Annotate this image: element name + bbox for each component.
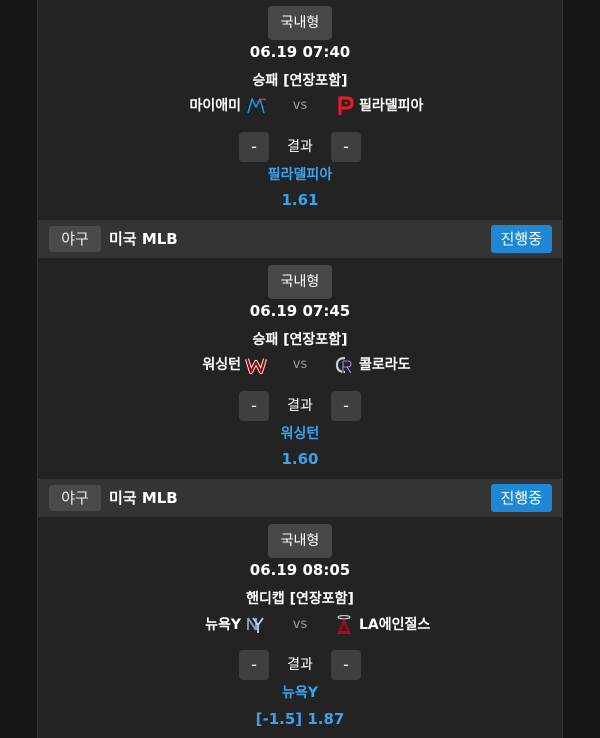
match-card: 야구 미국 MLB 진행중 국내형 06.19 08:05 핸디캡 [연장포함]…	[37, 479, 563, 738]
teams-row: 마이애미 vs 필라델피아	[37, 93, 563, 119]
market-name: 핸디캡 [연장포함]	[246, 591, 354, 607]
market-name: 승패 [연장포함]	[252, 332, 348, 348]
match-card: 야구 미국 MLB 진행중 국내형 06.19 07:45 승패 [연장포함] …	[37, 220, 563, 478]
nationals-logo-icon	[245, 358, 267, 374]
away-pick-button[interactable]: -	[331, 132, 361, 162]
left-gutter	[0, 0, 37, 738]
winner-name: 뉴욕Y	[282, 685, 318, 701]
odds-value: 1.60	[37, 450, 563, 468]
handicap-value: [-1.5]	[255, 710, 303, 728]
odds-number: 1.61	[281, 191, 319, 209]
result-row: - 결과 -	[37, 391, 563, 421]
result-label: 결과	[287, 657, 313, 673]
teams-row: 뉴욕Y vs LA에인절스	[37, 612, 563, 638]
odds-number: 1.87	[307, 710, 345, 728]
sport-chip[interactable]: 야구	[49, 485, 101, 511]
home-team-name: 마이애미	[189, 98, 241, 114]
yankees-logo-icon	[247, 617, 264, 633]
match-datetime: 06.19 08:05	[249, 561, 351, 579]
away-team-name: LA에인절스	[359, 617, 431, 633]
away-pick-button[interactable]: -	[331, 391, 361, 421]
result-label: 결과	[287, 139, 313, 155]
versus-label: vs	[292, 98, 308, 113]
versus-label: vs	[292, 617, 308, 632]
bet-type-chip[interactable]: 국내형	[268, 6, 332, 40]
angels-logo-icon	[337, 615, 351, 634]
match-datetime: 06.19 07:40	[249, 43, 351, 61]
bet-type-chip[interactable]: 국내형	[268, 265, 332, 299]
odds-value: 1.61	[37, 191, 563, 209]
bet-type-chip[interactable]: 국내형	[268, 524, 332, 558]
odds-value: [-1.5] 1.87	[37, 710, 563, 728]
status-badge[interactable]: 진행중	[490, 225, 552, 253]
rockies-logo-icon	[335, 356, 352, 374]
home-team-name: 워싱턴	[202, 357, 241, 373]
phillies-logo-icon	[338, 96, 354, 115]
home-pick-button[interactable]: -	[239, 132, 269, 162]
home-pick-button[interactable]: -	[239, 650, 269, 680]
winner-name: 워싱턴	[280, 426, 320, 442]
category-header: 야구 미국 MLB 진행중	[37, 479, 563, 517]
match-list: 국내형 06.19 07:40 승패 [연장포함] 마이애미 vs 필라델피아 …	[37, 0, 563, 738]
away-team-name: 콜로라도	[359, 357, 411, 373]
market-name: 승패 [연장포함]	[252, 73, 348, 89]
result-label: 결과	[287, 398, 313, 414]
match-card: 국내형 06.19 07:40 승패 [연장포함] 마이애미 vs 필라델피아 …	[37, 0, 563, 218]
away-team-name: 필라델피아	[359, 98, 424, 114]
home-pick-button[interactable]: -	[239, 391, 269, 421]
odds-number: 1.60	[281, 450, 319, 468]
marlins-logo-icon	[246, 97, 267, 114]
result-row: - 결과 -	[37, 650, 563, 680]
category-header: 야구 미국 MLB 진행중	[37, 220, 563, 258]
away-pick-button[interactable]: -	[331, 650, 361, 680]
right-gutter	[563, 0, 600, 738]
home-team-name: 뉴욕Y	[205, 617, 241, 633]
versus-label: vs	[292, 357, 308, 372]
league-name: 미국 MLB	[109, 489, 178, 507]
panel-edge-right	[562, 0, 563, 738]
sport-chip[interactable]: 야구	[49, 226, 101, 252]
panel-edge-left	[37, 0, 38, 738]
teams-row: 워싱턴 vs 콜로라도	[37, 352, 563, 378]
match-datetime: 06.19 07:45	[249, 302, 351, 320]
winner-name: 필라델피아	[267, 167, 333, 183]
status-badge[interactable]: 진행중	[490, 484, 552, 512]
league-name: 미국 MLB	[109, 230, 178, 248]
result-row: - 결과 -	[37, 132, 563, 162]
